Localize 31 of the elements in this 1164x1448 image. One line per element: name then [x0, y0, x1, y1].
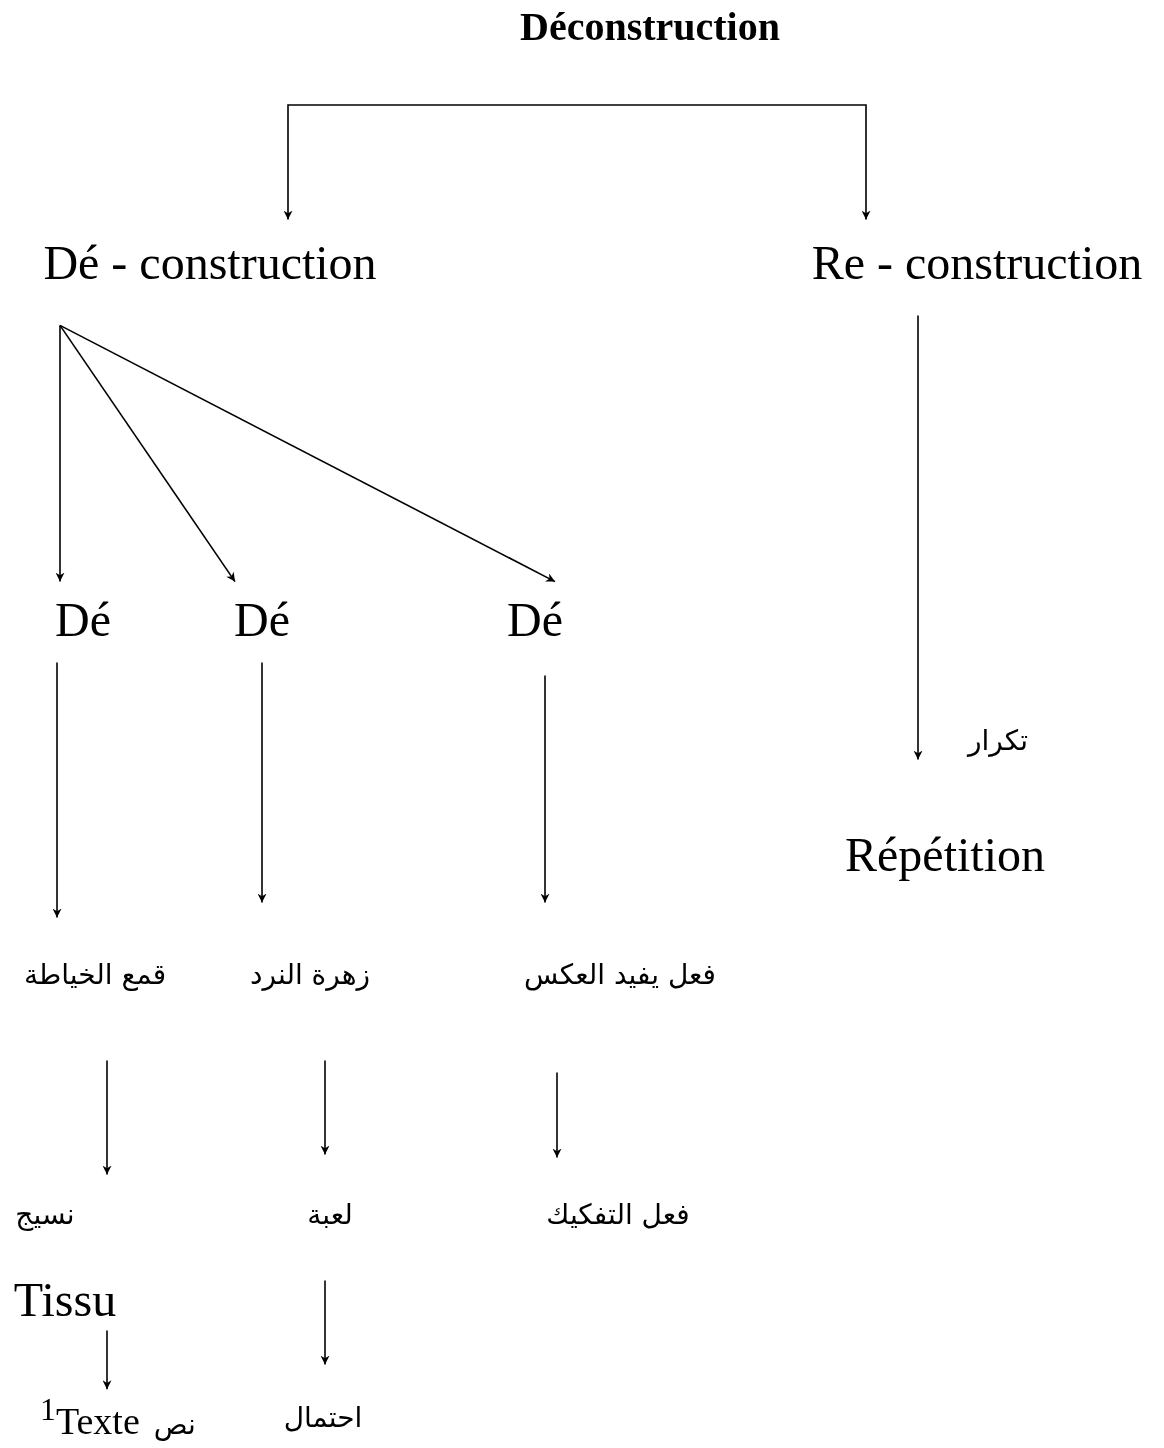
arrow — [320, 1059, 330, 1156]
term-text: زهرة النرد — [250, 959, 370, 991]
term-text: قمع الخياطة — [24, 959, 166, 991]
term-text: Répétition — [845, 828, 1045, 882]
term-text: احتمال — [283, 1402, 363, 1434]
term-text: فعل التفكيك — [546, 1199, 690, 1231]
term-text: لعبة — [307, 1199, 353, 1231]
arrow — [55, 324, 65, 583]
arrow — [283, 104, 651, 221]
term-text: Re - construction — [811, 236, 1143, 290]
arrow — [102, 1329, 112, 1391]
arrow — [552, 1071, 562, 1159]
term-text: Dé — [234, 593, 290, 647]
term-text: $^{1}$Texte — [40, 1393, 140, 1443]
term-text: Dé - construction — [43, 236, 377, 290]
term-text: نسيج — [15, 1199, 75, 1231]
heading-text: Déconstruction — [520, 5, 780, 49]
arrow — [913, 314, 923, 761]
arrow — [257, 661, 267, 904]
arrow — [540, 674, 550, 904]
term-text: نص — [153, 1409, 196, 1441]
arrow — [59, 324, 236, 583]
arrow — [649, 104, 871, 221]
term-text: فعل يفيد العكس — [524, 959, 716, 991]
term-text: Dé — [507, 593, 563, 647]
arrow — [320, 1279, 330, 1366]
arrow — [102, 1059, 112, 1176]
term-text: Dé — [55, 593, 111, 647]
term-text: Tissu — [13, 1273, 117, 1327]
arrow — [59, 324, 556, 583]
arrow — [52, 661, 62, 919]
